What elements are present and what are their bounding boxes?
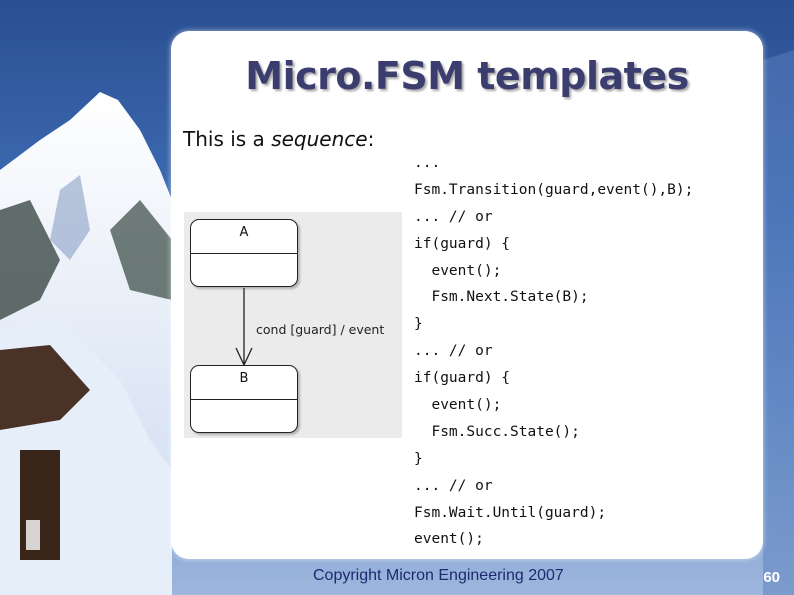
transition-label: cond [guard] / event <box>256 322 385 337</box>
state-b-divider <box>191 399 297 400</box>
subtitle-suffix: : <box>367 127 375 151</box>
code-line: Fsm.Wait.Until(guard); <box>414 504 607 521</box>
state-a-label: A <box>239 225 249 240</box>
code-line: Fsm.Next.State(B); <box>414 289 589 306</box>
page-number: 60 <box>763 569 780 586</box>
code-line: ... // or <box>414 343 493 360</box>
code-line: ... <box>414 155 441 171</box>
code-line: } <box>414 316 423 333</box>
subtitle-emphasis: sequence <box>271 127 368 151</box>
code-line: } <box>414 450 423 467</box>
code-line: ... // or <box>414 477 493 494</box>
code-line: event(); <box>414 397 502 414</box>
subtitle-prefix: This is a <box>183 127 272 151</box>
code-line: Fsm.Succ.State(); <box>414 423 580 440</box>
code-line: event(); <box>414 531 484 548</box>
state-b-label: B <box>239 371 249 386</box>
code-line: if(guard) { <box>414 370 511 387</box>
code-line: event(); <box>414 262 502 279</box>
code-listing: ... Fsm.Transition(guard,event(),B); ... /… <box>414 150 693 553</box>
state-box-b: B <box>190 365 298 433</box>
code-line: ... // or <box>414 208 493 225</box>
code-line: if(guard) { <box>414 235 511 252</box>
transition-arrow <box>235 288 253 367</box>
state-box-a: A <box>190 219 298 287</box>
state-diagram: A B cond [guard] / event <box>184 212 402 438</box>
state-a-divider <box>191 253 297 254</box>
slide-title: Micro.FSM templates <box>245 54 689 98</box>
footer-copyright: Copyright Micron Engineering 2007 <box>313 567 564 584</box>
code-line: Fsm.Transition(guard,event(),B); <box>414 181 694 198</box>
slide-subtitle: This is a sequence: <box>183 127 374 151</box>
